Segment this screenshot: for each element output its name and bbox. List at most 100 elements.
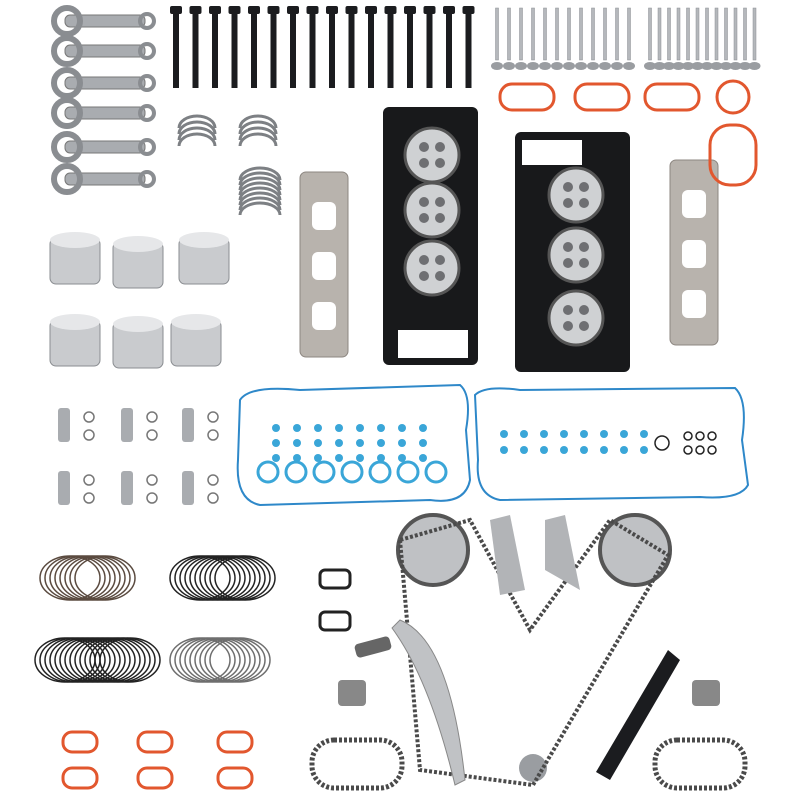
spark-plug-grommet (314, 424, 322, 432)
rod-small-end (138, 104, 156, 122)
piston-pin (58, 408, 70, 442)
valve-stem (531, 7, 535, 61)
spark-plug-grommet (600, 430, 608, 438)
gasket-small (318, 568, 352, 590)
bolt-head (248, 6, 260, 14)
balance-chain (652, 737, 748, 791)
head-bolt (407, 8, 413, 88)
manifold-port (312, 252, 336, 280)
valve-head (563, 62, 575, 70)
small-seal (136, 766, 174, 790)
valve-stem (603, 7, 607, 61)
valve-stem (567, 7, 571, 61)
valve-head (710, 62, 723, 70)
bolt-head (326, 6, 338, 14)
valve-seat (435, 158, 445, 168)
piston-ring (214, 555, 276, 601)
small-seal (136, 730, 174, 754)
valve-seat (419, 158, 429, 168)
cylinder-opening (403, 239, 461, 297)
bearing-shell (238, 114, 278, 129)
pin-clip (83, 492, 95, 504)
valve-stem (705, 7, 709, 61)
rod-big-end (51, 97, 83, 129)
valve-head (611, 62, 623, 70)
valve-cover-gasket (473, 386, 750, 502)
connecting-rod (64, 76, 146, 90)
connecting-rods (51, 5, 156, 195)
spark-plug-grommet (500, 430, 508, 438)
valve-stem (495, 7, 499, 61)
manifold-port (312, 202, 336, 230)
valve-head (682, 62, 694, 70)
valve-seat (579, 305, 589, 315)
valve-stem (579, 7, 583, 61)
valve-seat (563, 242, 573, 252)
chain-guide-bracket (490, 515, 525, 595)
piston-ring (189, 637, 251, 683)
valve-seat (563, 321, 573, 331)
pin-clip (207, 492, 219, 504)
tube-seal (340, 460, 364, 484)
cylinder-opening (403, 181, 461, 239)
spark-plug-grommet (620, 446, 628, 454)
rod-big-end (51, 163, 83, 195)
bearing-shell (177, 126, 217, 141)
rod-small-end (138, 138, 156, 156)
valve-seat (563, 258, 573, 268)
spark-plug-grommet (335, 424, 343, 432)
spark-plug-grommet (398, 454, 406, 462)
valve-head (720, 62, 732, 70)
bolt-head (423, 6, 436, 14)
timing-chain-kit (309, 513, 748, 791)
valve-stem (752, 7, 757, 61)
bearing-shell (177, 120, 217, 135)
bolt-head (228, 6, 241, 14)
tube-seal (424, 460, 448, 484)
valve-stem (695, 7, 700, 61)
valve-seat (563, 182, 573, 192)
piston-ring (209, 637, 271, 683)
valve-head (587, 62, 599, 70)
piston-pin (182, 408, 194, 442)
crank-sprocket (519, 754, 547, 782)
piston-pin (182, 471, 194, 505)
spark-plug-grommet (640, 446, 648, 454)
spark-plug-grommet (540, 430, 548, 438)
balance-chain (309, 737, 405, 791)
valve-seat (419, 142, 429, 152)
valve-head (672, 62, 685, 70)
valve-seat (419, 197, 429, 207)
cam-sprocket (396, 513, 470, 587)
bearing-shell (238, 132, 278, 147)
tube-seal (368, 460, 392, 484)
small-seal (216, 730, 254, 754)
piston-ring (64, 555, 126, 601)
head-bolt (309, 8, 316, 88)
cam-sprocket (598, 513, 672, 587)
valve-stem (591, 7, 595, 61)
valve-seat (579, 242, 589, 252)
piston-pin (121, 408, 133, 442)
piston-crown (113, 236, 163, 252)
head-bolt (192, 8, 199, 88)
spark-plug-grommet (272, 454, 280, 462)
head-bolt (426, 8, 433, 88)
bolt-head (404, 6, 416, 14)
manifold-port (682, 290, 706, 318)
valve-seat (579, 198, 589, 208)
spark-plug-grommet (293, 454, 301, 462)
chain-guide (391, 619, 466, 786)
cylinder-opening (547, 226, 605, 284)
valve-stem (743, 7, 747, 61)
manifold-port (312, 302, 336, 330)
bearing-shell (177, 114, 217, 129)
rod-small-end (138, 42, 156, 60)
piston-crown (50, 232, 100, 248)
o-ring (707, 431, 717, 441)
valve-stem (555, 7, 559, 61)
intake-seal (643, 82, 701, 112)
chain-tensioner-arm (596, 650, 680, 780)
bolt-head (287, 6, 299, 14)
piston-pin (121, 471, 133, 505)
